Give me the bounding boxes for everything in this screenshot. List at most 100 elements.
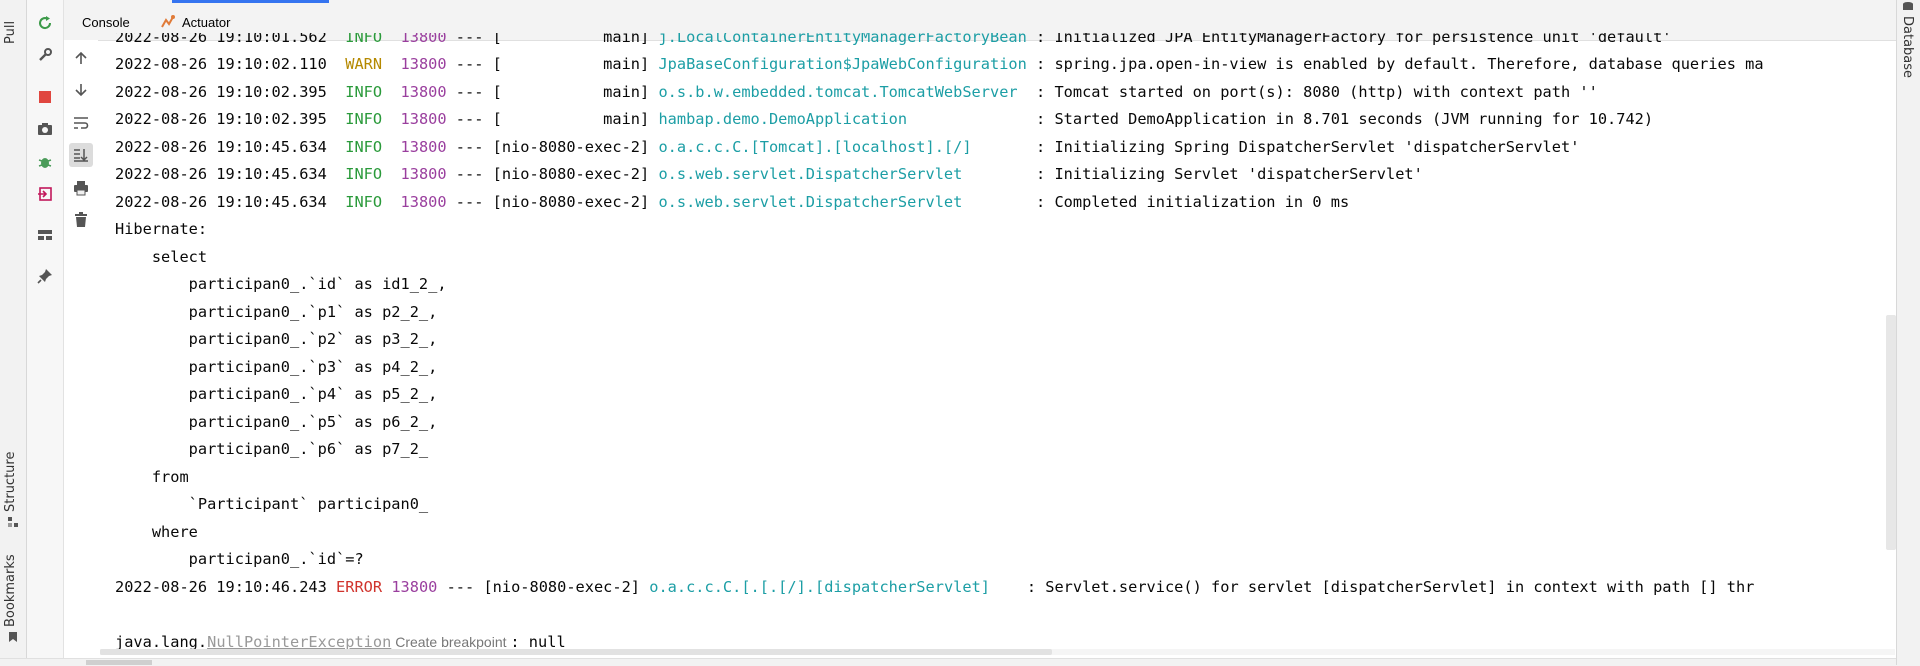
tool-window-tabbar: Console Actuator — [64, 0, 1897, 41]
pull-requests-tab[interactable]: Pull — [3, 20, 18, 44]
log-thread: [nio-8080-exec-2] — [492, 165, 650, 183]
create-breakpoint-link[interactable]: Create breakpoint — [391, 634, 511, 650]
exit-icon — [38, 187, 52, 201]
scroll-to-end-button[interactable] — [69, 143, 93, 167]
log-logger[interactable]: hambap.demo.DemoApplication — [658, 110, 1027, 128]
stop-button[interactable] — [33, 85, 57, 109]
log-separator: --- — [446, 193, 493, 211]
log-message: : Initialized JPA EntityManagerFactory f… — [1026, 33, 1672, 46]
log-logger[interactable]: o.a.c.c.C.[.[.[/].[dispatcherServlet] — [649, 578, 1018, 596]
soft-wrap-button[interactable] — [69, 111, 93, 135]
log-thread: [ main] — [492, 110, 650, 128]
sql-line: participan0_.`p2` as p3_2_, — [115, 330, 438, 348]
debug-bug-icon — [38, 158, 52, 168]
log-thread: [nio-8080-exec-2] — [492, 138, 650, 156]
sql-line: select — [115, 248, 208, 266]
exit-button[interactable] — [33, 182, 57, 206]
log-level: INFO — [345, 110, 392, 128]
bookmark-icon — [9, 632, 17, 642]
structure-tab[interactable]: Structure — [3, 451, 18, 512]
layout-icon — [38, 230, 52, 240]
log-separator: --- — [446, 33, 493, 46]
run-toolbar — [27, 0, 64, 665]
log-level: INFO — [345, 165, 392, 183]
log-logger[interactable]: o.s.web.servlet.DispatcherServlet — [658, 165, 1027, 183]
log-timestamp: 2022-08-26 19:10:02.395 — [115, 83, 327, 101]
tab-console[interactable]: Console — [72, 4, 140, 40]
pin-button[interactable] — [33, 264, 57, 288]
log-pid: 13800 — [391, 578, 438, 596]
log-timestamp: 2022-08-26 19:10:46.243 — [115, 578, 327, 596]
log-line: 2022-08-26 19:10:02.395 INFO 13800 --- [… — [115, 106, 1653, 132]
log-message: : Initializing Servlet 'dispatcherServle… — [1026, 165, 1423, 183]
log-logger[interactable]: o.a.c.c.C.[Tomcat].[localhost].[/] — [658, 138, 1027, 156]
log-pid: 13800 — [400, 138, 447, 156]
log-timestamp: 2022-08-26 19:10:45.634 — [115, 165, 327, 183]
layout-button[interactable] — [33, 223, 57, 247]
stop-icon — [39, 91, 51, 103]
sql-line: Hibernate: — [115, 220, 217, 238]
right-tool-strip: Database — [1896, 0, 1920, 665]
log-pid: 13800 — [400, 83, 447, 101]
log-separator: --- — [446, 110, 493, 128]
log-level: INFO — [345, 193, 392, 211]
settings-button[interactable] — [33, 43, 57, 67]
log-level: INFO — [345, 33, 392, 46]
log-line: 2022-08-26 19:10:02.395 INFO 13800 --- [… — [115, 79, 1598, 105]
scroll-to-end-icon — [74, 149, 88, 162]
exception-link[interactable]: NullPointerException — [207, 633, 392, 651]
camera-icon — [38, 123, 52, 135]
horizontal-scrollbar[interactable] — [100, 649, 1052, 655]
log-thread: [ main] — [492, 83, 650, 101]
database-tab[interactable]: Database — [1900, 16, 1915, 79]
log-logger[interactable]: JpaBaseConfiguration$JpaWebConfiguration — [658, 55, 1027, 73]
log-pid: 13800 — [400, 165, 447, 183]
up-stack-button[interactable] — [69, 46, 93, 70]
settings-wrench-icon — [39, 48, 52, 61]
pin-icon — [37, 269, 52, 284]
log-logger[interactable]: o.s.web.servlet.DispatcherServlet — [658, 193, 1027, 211]
exception-message: : null — [510, 633, 566, 651]
log-line: 2022-08-26 19:10:01.562 INFO 13800 --- [… — [115, 33, 1672, 50]
log-line: 2022-08-26 19:10:45.634 INFO 13800 --- [… — [115, 161, 1423, 187]
log-logger[interactable]: o.s.b.w.embedded.tomcat.TomcatWebServer — [658, 83, 1027, 101]
log-line: 2022-08-26 19:10:45.634 INFO 13800 --- [… — [115, 134, 1579, 160]
database-icon — [1903, 2, 1913, 10]
rerun-button[interactable] — [33, 11, 57, 35]
log-logger[interactable]: j.LocalContainerEntityManagerFactoryBean — [658, 33, 1027, 46]
actuator-icon — [161, 15, 175, 28]
log-timestamp: 2022-08-26 19:10:02.110 — [115, 55, 327, 73]
sql-line: participan0_.`id` as id1_2_, — [115, 275, 447, 293]
vertical-scrollbar[interactable] — [1886, 315, 1896, 550]
tab-actuator-label: Actuator — [182, 14, 231, 30]
print-icon — [74, 181, 88, 196]
log-level: WARN — [345, 55, 392, 73]
tab-console-label: Console — [82, 14, 130, 30]
snapshot-button[interactable] — [33, 117, 57, 141]
tab-actuator[interactable]: Actuator — [150, 4, 240, 40]
log-thread: [ main] — [492, 55, 650, 73]
down-stack-button[interactable] — [69, 78, 93, 102]
log-pid: 13800 — [400, 110, 447, 128]
sql-line: participan0_.`p5` as p6_2_, — [115, 413, 438, 431]
console-output[interactable]: 2022-08-26 19:10:01.562 INFO 13800 --- [… — [100, 33, 1895, 658]
sql-line: where — [115, 523, 198, 541]
log-thread: [nio-8080-exec-2] — [483, 578, 641, 596]
log-separator: --- — [437, 578, 484, 596]
sql-line: `Participant` participan0_ — [115, 495, 438, 513]
log-timestamp: 2022-08-26 19:10:02.395 — [115, 110, 327, 128]
log-separator: --- — [446, 83, 493, 101]
structure-icon — [8, 517, 18, 527]
log-message: : Completed initialization in 0 ms — [1026, 193, 1350, 211]
log-separator: --- — [446, 165, 493, 183]
log-message: : Servlet.service() for servlet [dispatc… — [1017, 578, 1755, 596]
debug-button[interactable] — [33, 150, 57, 174]
bookmarks-tab[interactable]: Bookmarks — [3, 554, 18, 627]
clear-all-button[interactable] — [69, 208, 93, 232]
sql-line: participan0_.`p1` as p2_2_, — [115, 303, 438, 321]
bottom-scroll-thumb[interactable] — [86, 660, 152, 665]
print-button[interactable] — [69, 176, 93, 200]
exception-line: java.lang.NullPointerException Create br… — [115, 629, 566, 655]
log-timestamp: 2022-08-26 19:10:01.562 — [115, 33, 327, 46]
left-tool-strip: Pull Structure Bookmarks — [0, 0, 27, 665]
